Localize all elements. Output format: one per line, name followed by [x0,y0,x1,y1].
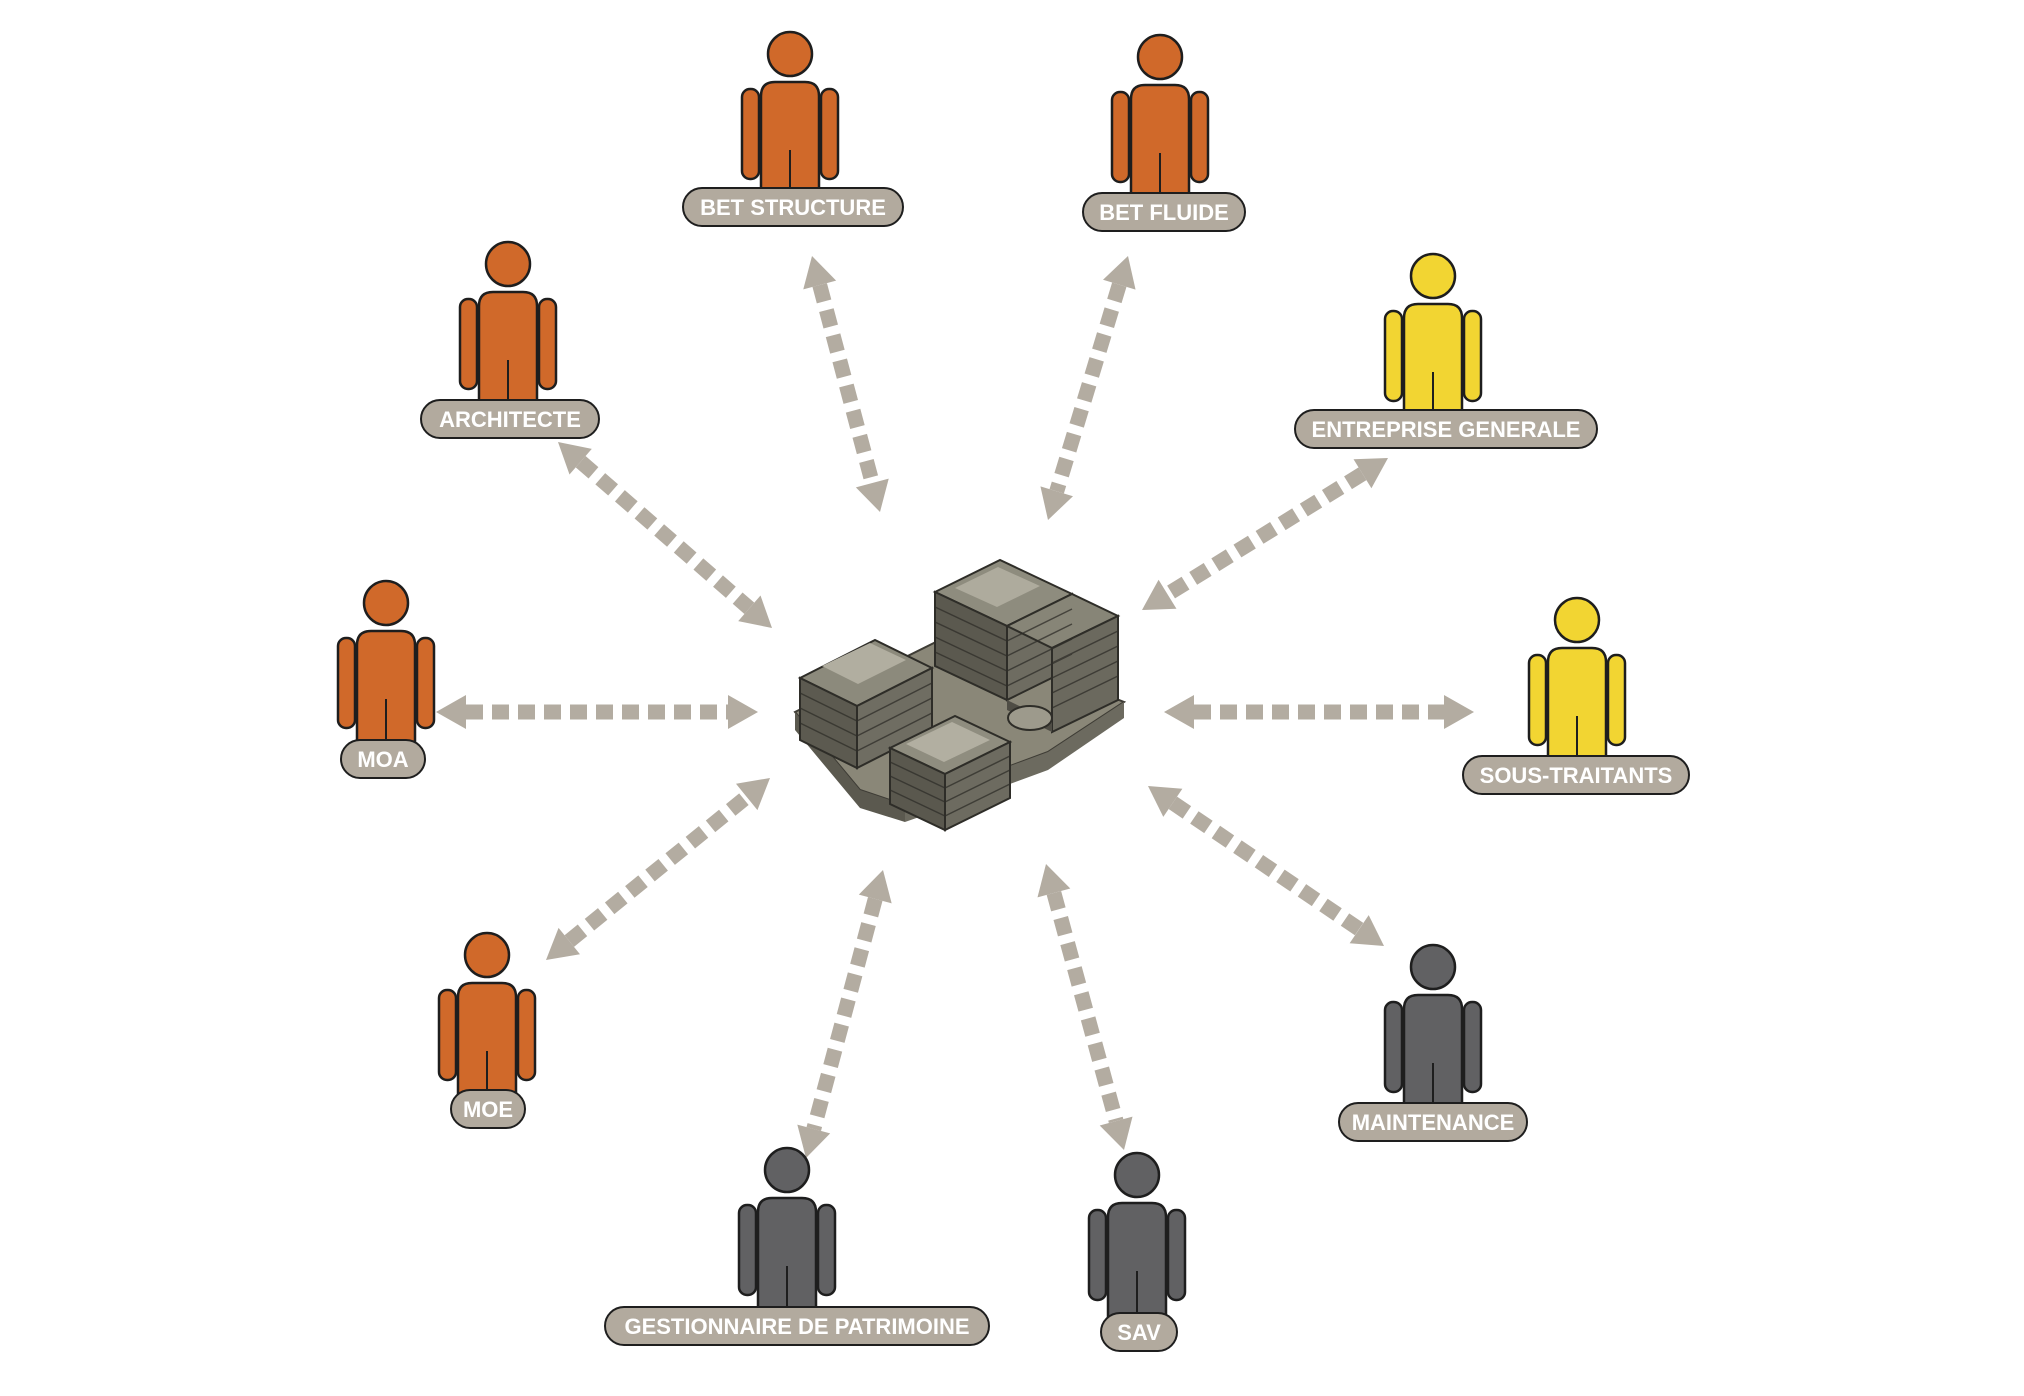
architecte-label: ARCHITECTE [420,399,600,439]
arrow-maintenance [1148,786,1384,946]
gestionnaire-de-patrimoine-person-icon [737,1146,837,1320]
moa-label-text: MOA [357,747,408,772]
arrow-gestionnaire-de-patrimoine [797,870,892,1158]
architecte-label-text: ARCHITECTE [439,407,581,432]
bet-fluide-label: BET FLUIDE [1082,192,1246,232]
sous-traitants-label-text: SOUS-TRAITANTS [1480,763,1673,788]
maintenance-label: MAINTENANCE [1338,1102,1528,1142]
sav-person-icon [1087,1151,1187,1325]
bet-structure-label: BET STRUCTURE [682,187,904,227]
arrow-entreprise-generale [1142,458,1388,610]
bet-fluide-person-icon [1110,33,1210,207]
arrow-sav [1037,864,1133,1150]
moa-label: MOA [340,739,426,779]
arrow-moe [546,778,770,960]
gestionnaire-de-patrimoine-label-text: GESTIONNAIRE DE PATRIMOINE [624,1314,969,1339]
maintenance-person-icon [1383,943,1483,1117]
bet-fluide-label-text: BET FLUIDE [1099,200,1229,225]
moe-person-icon [437,931,537,1105]
entreprise-generale-label: ENTREPRISE GENERALE [1294,409,1598,449]
entreprise-generale-person-icon [1383,252,1483,426]
sous-traitants-person-icon [1527,596,1627,770]
bet-structure-label-text: BET STRUCTURE [700,195,886,220]
moa-person-icon [336,579,436,753]
entreprise-generale-label-text: ENTREPRISE GENERALE [1312,417,1581,442]
moe-label: MOE [450,1089,526,1129]
arrow-bet-structure [803,256,889,512]
sav-label-text: SAV [1117,1320,1161,1345]
moe-label-text: MOE [463,1097,513,1122]
arrow-bet-fluide [1040,256,1136,520]
arrows-layer [436,256,1474,1158]
architecte-person-icon [458,240,558,414]
gestionnaire-de-patrimoine-label: GESTIONNAIRE DE PATRIMOINE [604,1306,990,1346]
building-model [793,558,1127,832]
maintenance-label-text: MAINTENANCE [1352,1110,1515,1135]
arrow-architecte [558,442,772,628]
sav-label: SAV [1100,1312,1178,1352]
sous-traitants-label: SOUS-TRAITANTS [1462,755,1690,795]
arrow-sous-traitants [1164,695,1474,729]
bet-structure-person-icon [740,30,840,204]
stakeholders-layer: BET STRUCTURE BET FLUIDE ARCHITECTE ENTREPR… [336,30,1690,1352]
arrow-moa [436,695,758,729]
